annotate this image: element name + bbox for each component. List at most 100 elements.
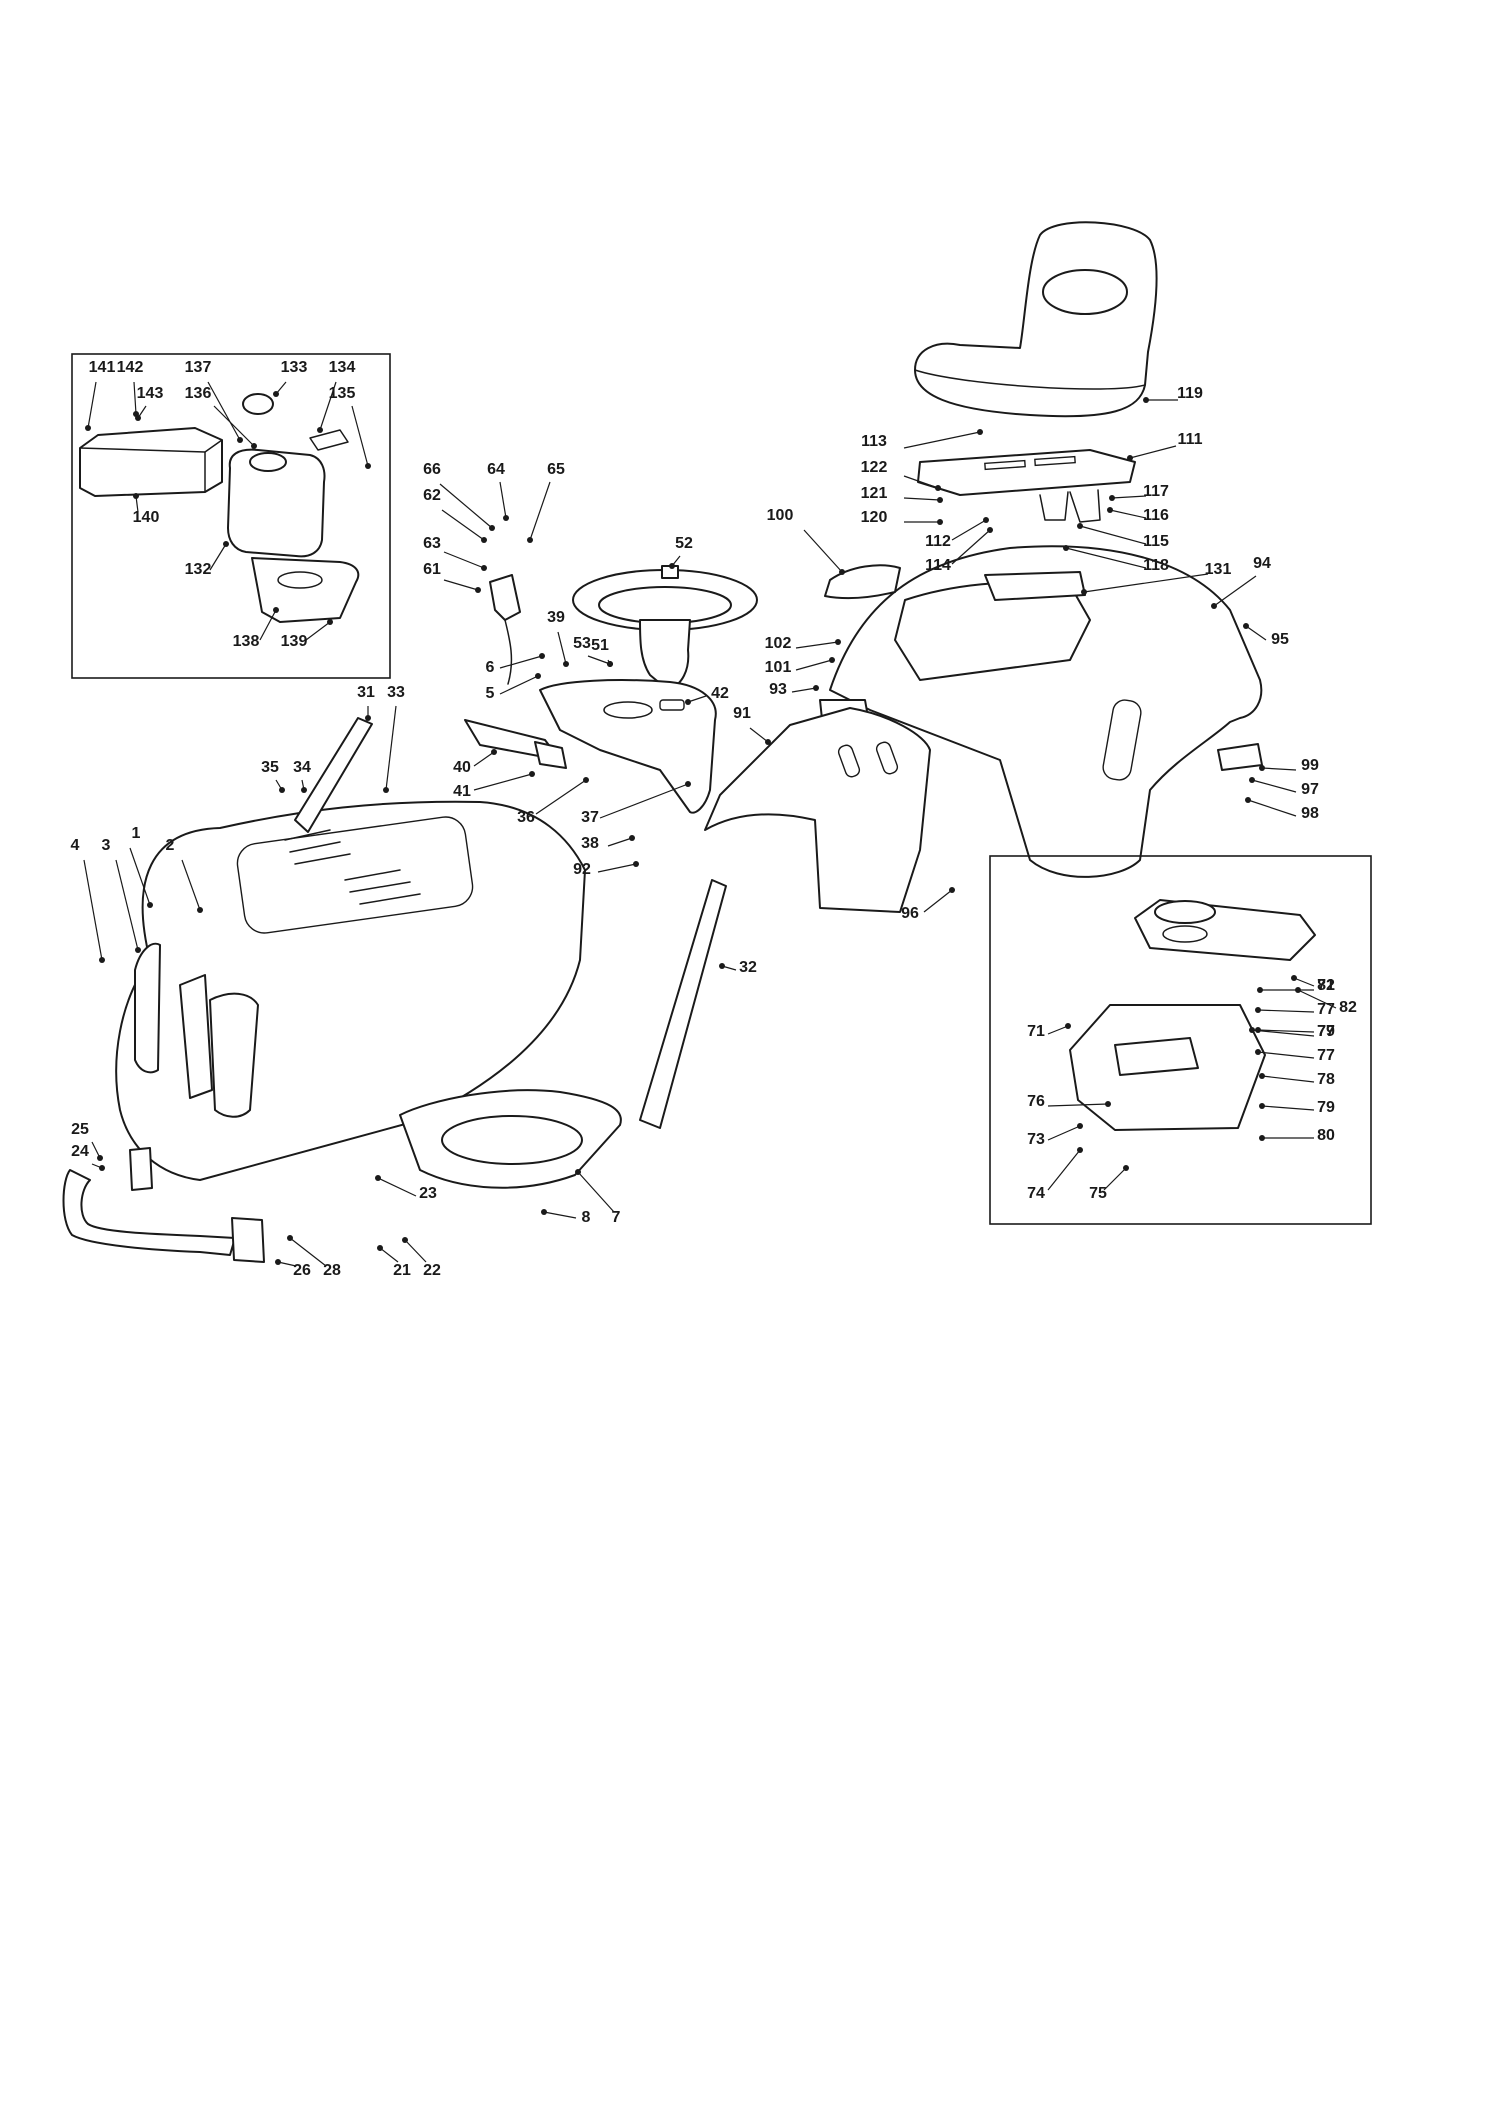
callout-leader-138 — [259, 609, 277, 641]
callout-label-82: 82 — [1339, 999, 1357, 1016]
callout-dot-72 — [1291, 975, 1297, 981]
steering-wheel-drawing — [572, 565, 758, 691]
callout-label-135: 135 — [329, 385, 356, 402]
callout-leader-94 — [1213, 575, 1257, 607]
callout-label-140: 140 — [133, 509, 160, 526]
callout-dot-92 — [633, 861, 639, 867]
callout-leader-28 — [289, 1237, 327, 1267]
callout-label-137: 137 — [185, 359, 212, 376]
callout-leader-8 — [543, 1211, 577, 1219]
callout-label-133: 133 — [281, 359, 308, 376]
callout-label-142: 142 — [117, 359, 144, 376]
callout-dot-113 — [977, 429, 983, 435]
callout-label-71: 71 — [1027, 1023, 1045, 1040]
callout-label-66: 66 — [423, 461, 441, 478]
callout-leader-100 — [803, 529, 843, 573]
callout-label-61: 61 — [423, 561, 441, 578]
callout-label-92: 92 — [573, 861, 591, 878]
throttle-lever-drawing — [489, 574, 521, 685]
callout-label-42: 42 — [711, 685, 729, 702]
callout-dot-77 — [1255, 1007, 1261, 1013]
callout-label-131: 131 — [1205, 561, 1232, 578]
callout-label-115: 115 — [1143, 533, 1169, 550]
bonnet-drawing — [115, 800, 586, 1181]
callout-leader-79 — [1257, 1029, 1315, 1033]
callout-leader-99 — [1261, 767, 1297, 771]
callout-label-4: 4 — [71, 837, 80, 854]
callout-label-114: 114 — [925, 557, 951, 574]
callout-leader-38 — [607, 837, 633, 847]
callout-label-21: 21 — [393, 1262, 411, 1279]
callout-dot-28 — [287, 1235, 293, 1241]
seat-drawing — [914, 221, 1158, 418]
callout-label-32: 32 — [739, 959, 757, 976]
callout-label-41: 41 — [453, 783, 471, 800]
callout-label-134: 134 — [329, 359, 356, 376]
callout-leader-6 — [499, 655, 543, 669]
inset-box-fuel-tank — [71, 353, 391, 679]
callout-label-38: 38 — [581, 835, 599, 852]
callout-label-81: 81 — [1317, 977, 1335, 994]
callout-leader-114 — [951, 529, 991, 565]
callout-dot-131 — [1081, 589, 1087, 595]
callout-leader-141 — [87, 381, 97, 429]
callout-leader-142 — [133, 381, 137, 415]
callout-leader-74 — [1047, 1149, 1081, 1191]
callout-leader-36 — [535, 779, 587, 815]
callout-leader-37 — [599, 783, 689, 819]
callout-leader-76 — [1047, 1103, 1109, 1107]
callout-leader-1 — [129, 847, 151, 906]
callout-dot-81 — [1257, 987, 1263, 993]
callout-leader-21 — [379, 1247, 399, 1263]
callout-leader-97 — [1251, 779, 1297, 793]
rear-step-bracket-drawing — [1217, 743, 1263, 771]
callout-leader-102 — [795, 641, 839, 649]
callout-leader-113 — [903, 431, 981, 449]
callout-dot-3 — [135, 947, 141, 953]
callout-dot-134 — [317, 427, 323, 433]
callout-leader-136 — [213, 405, 255, 447]
callout-dot-100 — [839, 569, 845, 575]
callout-leader-22 — [404, 1239, 427, 1263]
callout-dot-118 — [1063, 545, 1069, 551]
callout-dot-25 — [97, 1155, 103, 1161]
callout-leader-91 — [749, 727, 769, 743]
callout-dot-52 — [669, 563, 675, 569]
callout-label-28: 28 — [323, 1262, 341, 1279]
callout-leader-23 — [377, 1177, 417, 1197]
callout-dot-74 — [1077, 1147, 1083, 1153]
battery-tray-drawing — [1069, 1004, 1266, 1131]
callout-dot-119 — [1143, 397, 1149, 403]
callout-dot-63 — [481, 565, 487, 571]
callout-label-76: 76 — [1027, 1093, 1045, 1110]
callout-label-64: 64 — [487, 461, 505, 478]
fuel-tank-cover-drawing — [79, 427, 223, 497]
callout-leader-79 — [1261, 1105, 1315, 1111]
callout-label-116: 116 — [1143, 507, 1169, 524]
callout-label-100: 100 — [767, 507, 794, 524]
seat-plate-drawing — [917, 449, 1136, 523]
callout-label-118: 118 — [1143, 557, 1169, 574]
callout-label-3: 3 — [102, 837, 111, 854]
floor-pan-drawing — [704, 707, 931, 913]
callout-label-96: 96 — [901, 905, 919, 922]
callout-dot-5 — [535, 673, 541, 679]
callout-dot-102 — [835, 639, 841, 645]
callout-leader-26 — [277, 1261, 297, 1267]
callout-dot-121 — [937, 497, 943, 503]
callout-label-35: 35 — [261, 759, 279, 776]
callout-dot-79 — [1259, 1103, 1265, 1109]
fuel-tank-drawing — [227, 393, 360, 623]
callout-label-23: 23 — [419, 1185, 437, 1202]
callout-dot-139 — [327, 619, 333, 625]
callout-label-112: 112 — [925, 533, 951, 550]
callout-dot-65 — [527, 537, 533, 543]
callout-label-138: 138 — [233, 633, 260, 650]
callout-dot-117 — [1109, 495, 1115, 501]
callout-leader-95 — [1245, 625, 1267, 641]
callout-leader-41 — [473, 773, 533, 791]
callout-dot-6 — [539, 653, 545, 659]
callout-dot-24 — [99, 1165, 105, 1171]
rear-panel-drawing — [824, 564, 901, 600]
callout-leader-78 — [1261, 1075, 1315, 1083]
